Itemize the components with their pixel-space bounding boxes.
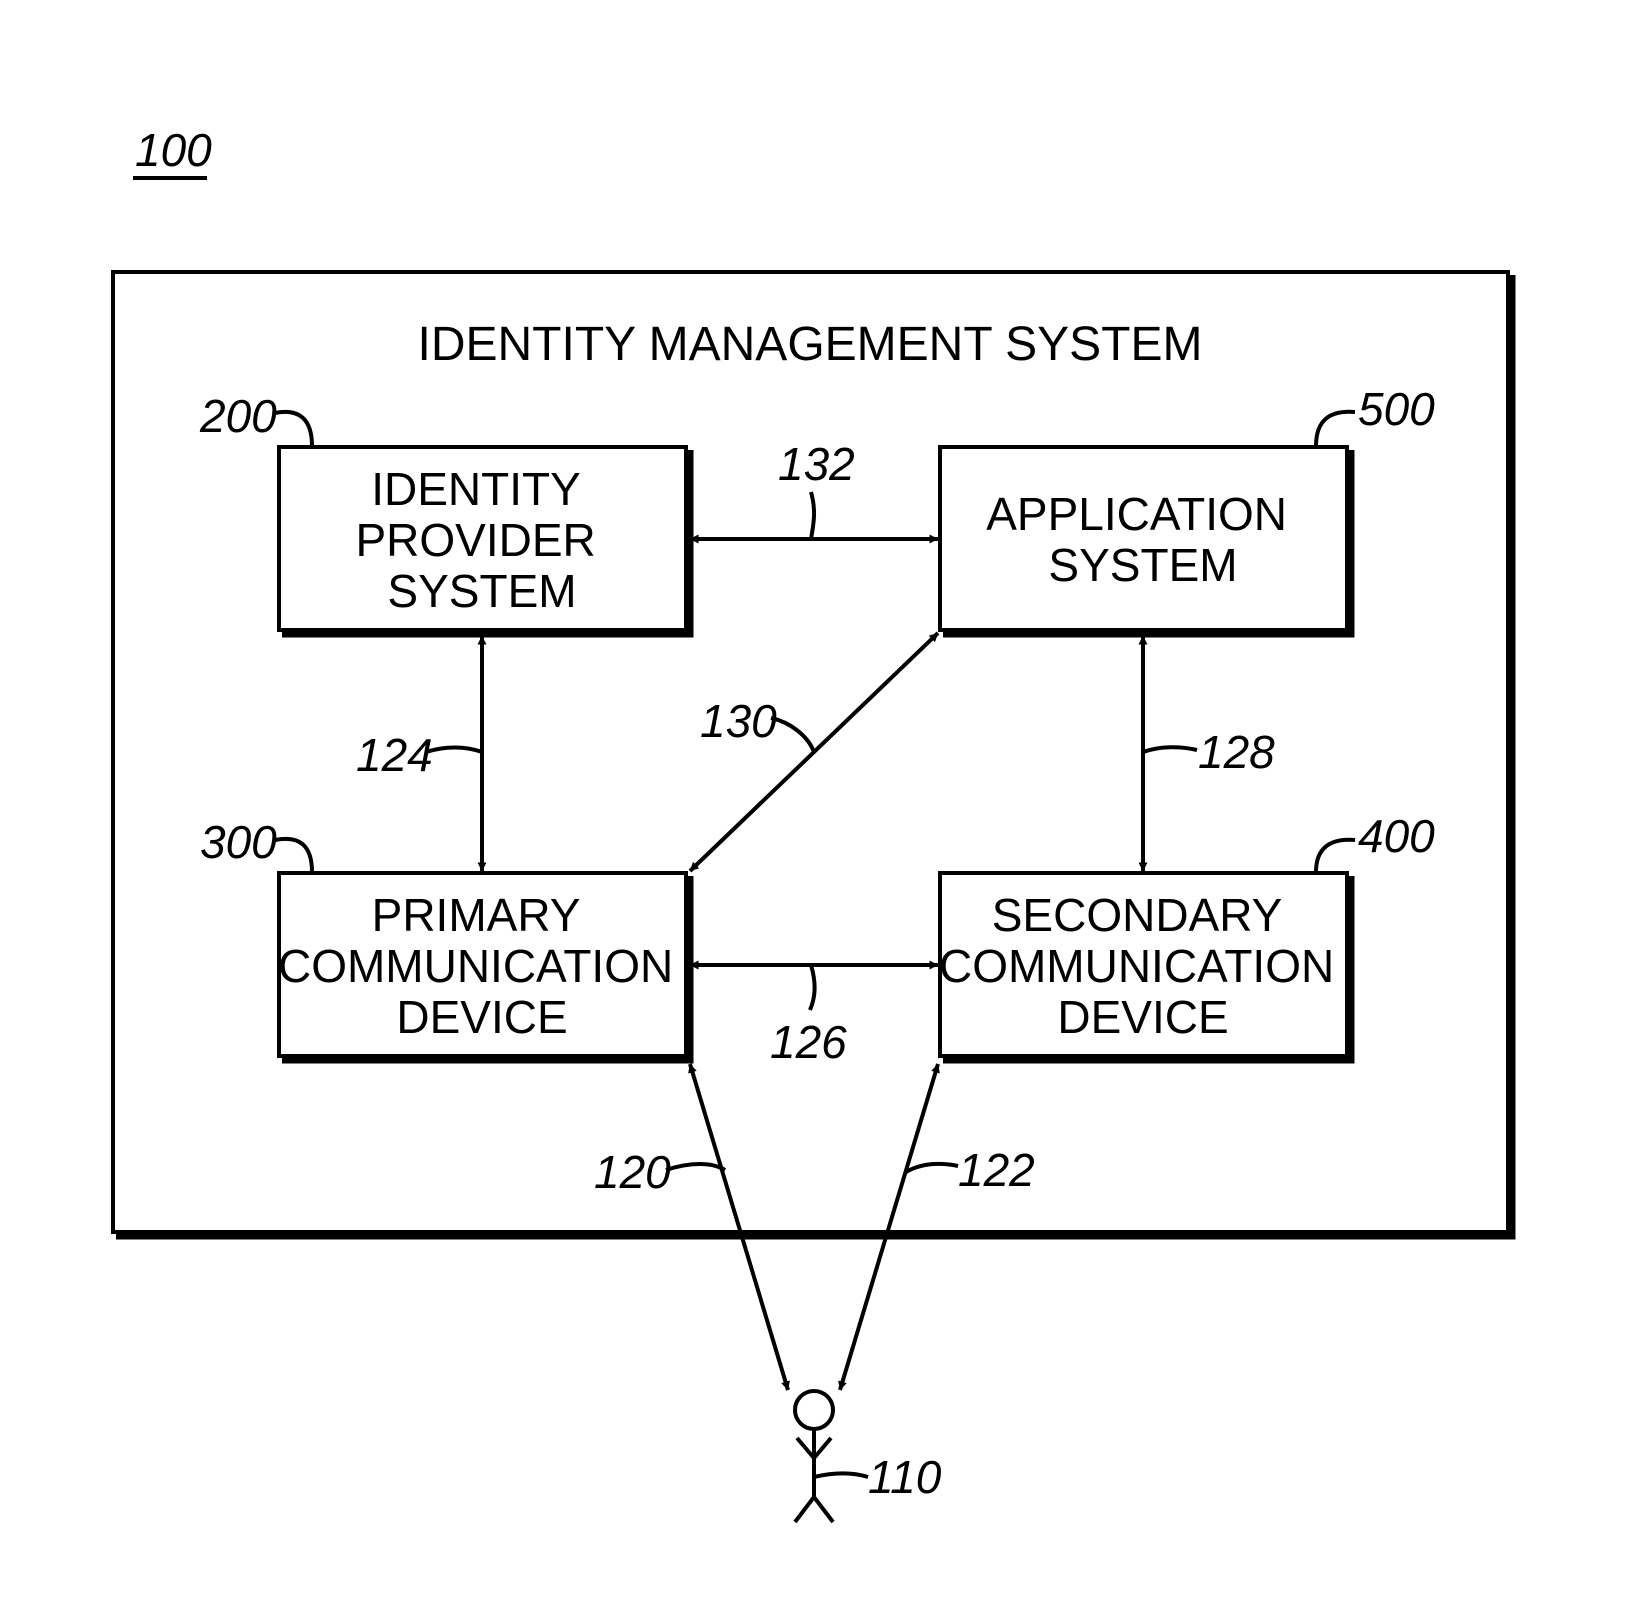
link-120-label: 120 (594, 1146, 671, 1198)
link-124-label: 124 (356, 729, 433, 781)
link-128-label: 128 (1198, 726, 1275, 778)
user-ref-leader (814, 1473, 868, 1477)
secondary-ref-number: 400 (1358, 810, 1435, 862)
link-130-label: 130 (700, 695, 777, 747)
outer-box-title: IDENTITY MANAGEMENT SYSTEM (418, 318, 1203, 371)
idp-ref-number: 200 (199, 390, 277, 442)
link-126-label: 126 (770, 1016, 847, 1068)
primary-ref-number: 300 (200, 816, 277, 868)
link-122-label: 122 (958, 1144, 1035, 1196)
figure-number: 100 (133, 124, 212, 178)
outer-box-frame (113, 272, 1508, 1232)
user-figure: 110 (795, 1391, 942, 1522)
figure-number-text: 100 (135, 124, 212, 176)
user-ref-number: 110 (868, 1451, 942, 1503)
user-head-icon (795, 1391, 833, 1429)
link-132-label: 132 (778, 438, 855, 490)
app-ref-number: 500 (1358, 383, 1435, 435)
user-legs (795, 1497, 833, 1522)
idp-box-label: IDENTITY PROVIDER SYSTEM (355, 463, 608, 617)
